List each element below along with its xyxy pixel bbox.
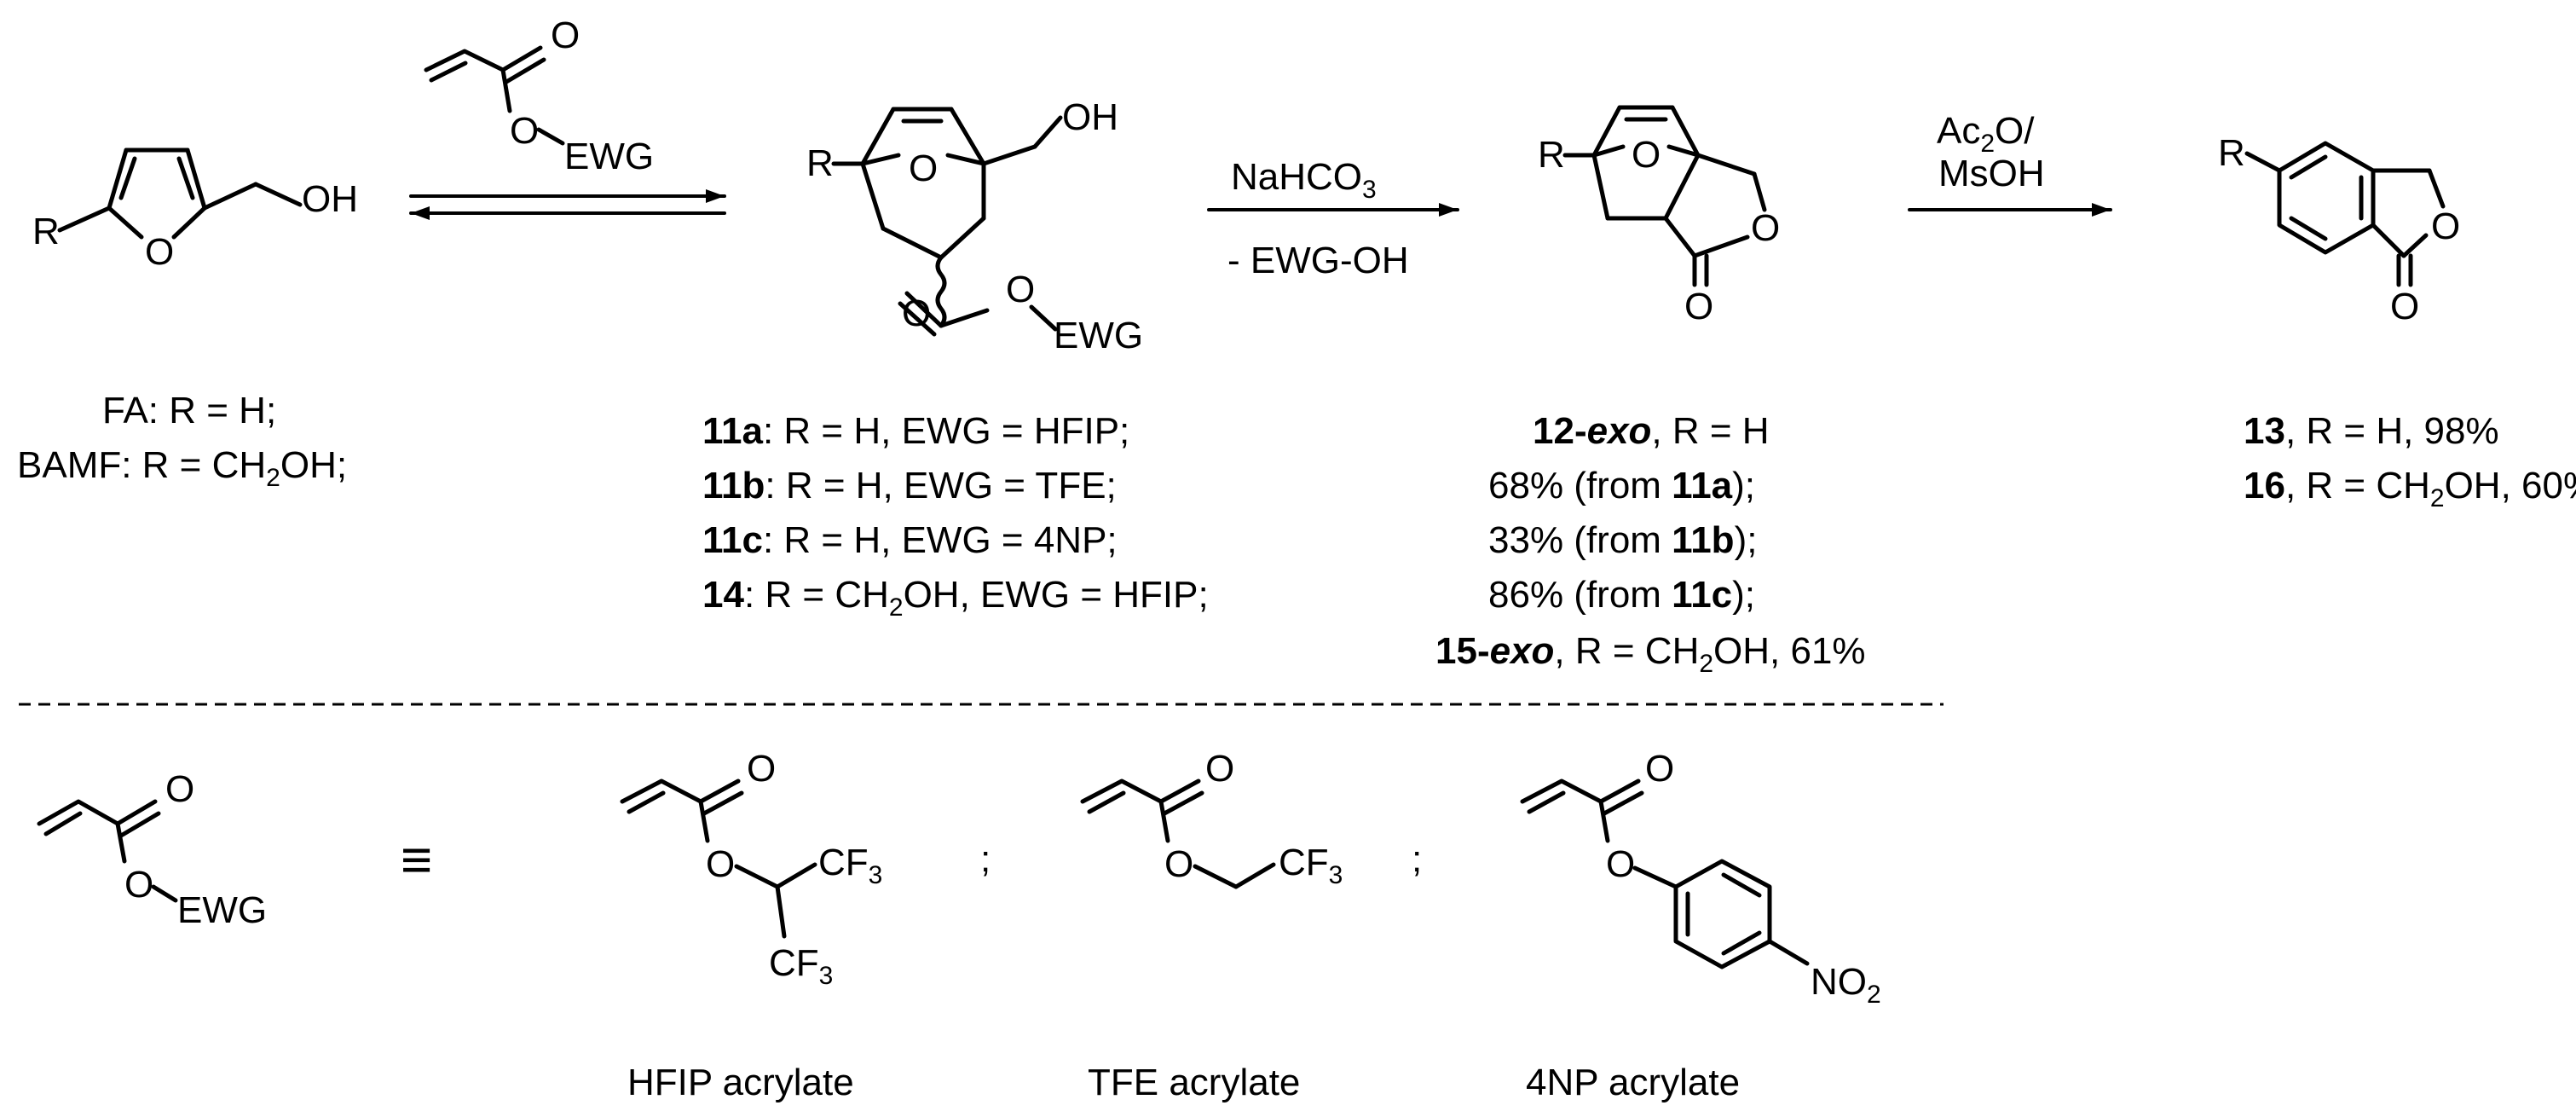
cf3-label-2: CF3: [769, 942, 833, 990]
r-substituent-label: R: [1538, 134, 1565, 176]
r-substituent-label: R: [806, 142, 834, 184]
oxabicyclic-lactone: R O O O: [1538, 105, 1780, 327]
ester-o-label: O: [706, 843, 735, 885]
carbonyl-o-label: O: [551, 14, 580, 56]
furan-caption-bamf: BAMF: R = CH2OH;: [17, 444, 347, 492]
phthalide-caption-13: 13, R = H, 98%: [2244, 410, 2499, 452]
carbonyl-o-label: O: [747, 748, 776, 790]
adduct-caption-11b: 11b: R = H, EWG = TFE;: [702, 465, 1117, 506]
separator-2: ;: [1412, 838, 1422, 880]
phthalide-molecule: R O O: [2218, 132, 2460, 327]
adduct-caption-11c: 11c: R = H, EWG = 4NP;: [702, 519, 1118, 561]
lactone-yield-11b: 33% (from 11b);: [1488, 519, 1757, 561]
phthalide-carbonyl-o-label: O: [2390, 286, 2419, 327]
carbonyl-o-label: O: [1645, 748, 1674, 790]
reagent-acrylate-ewg: O O EWG: [424, 14, 654, 177]
phthalide-ring-o-label: O: [2431, 205, 2460, 247]
acrylate-name-tfe: TFE acrylate: [1088, 1062, 1300, 1103]
ewg-label: EWG: [1054, 315, 1143, 356]
equilibrium-arrow: [409, 189, 726, 220]
hydroxyl-label: OH: [1062, 96, 1118, 138]
furan-molecule: R O OH: [32, 148, 358, 273]
adduct-caption-14: 14: R = CH2OH, EWG = HFIP;: [702, 574, 1209, 622]
furan-ring-o-label: O: [145, 231, 174, 273]
nitro-label: NO2: [1811, 961, 1881, 1009]
separator-1: ;: [980, 838, 991, 880]
lactone-yield-11c: 86% (from 11c);: [1488, 574, 1755, 616]
lactone-caption-15exo: 15-exo, R = CH2OH, 61%: [1435, 630, 1866, 678]
lactone-yield-11a: 68% (from 11a);: [1488, 465, 1755, 506]
adduct-caption-11a: 11a: R = H, EWG = HFIP;: [702, 410, 1129, 452]
hydroxyl-label: OH: [302, 178, 358, 220]
step-2-arrow: NaHCO3 - EWG-OH: [1207, 156, 1459, 281]
carbonyl-o-label: O: [1205, 748, 1234, 790]
acrylate-name-4np: 4NP acrylate: [1526, 1062, 1740, 1103]
phthalide-caption-16: 16, R = CH2OH, 60%: [2244, 465, 2576, 512]
bridge-o-label: O: [909, 148, 938, 189]
msoh-label: MsOH: [1938, 153, 2045, 194]
tfe-acrylate-structure: O O CF3: [1080, 748, 1343, 889]
ester-o-label: O: [1606, 843, 1635, 885]
ester-o-label: O: [1164, 843, 1193, 885]
cf3-label: CF3: [1279, 842, 1343, 889]
r-substituent-label: R: [32, 211, 60, 252]
ester-carbonyl-o-label: O: [902, 292, 931, 334]
oxanorbornene-adduct: R O OH O O EWG: [806, 96, 1143, 356]
lactone-ring-o-label: O: [1751, 207, 1780, 249]
legend-generic-acrylate: O O EWG: [37, 768, 267, 931]
acrylate-name-hfip: HFIP acrylate: [627, 1062, 854, 1103]
ester-o-label: O: [510, 110, 539, 152]
bridge-o-label: O: [1632, 134, 1661, 176]
furan-caption-fa: FA: R = H;: [102, 390, 276, 431]
hfip-acrylate-structure: O O CF3 CF3: [620, 748, 882, 990]
byproduct-label: - EWG-OH: [1227, 240, 1409, 281]
lactone-carbonyl-o-label: O: [1684, 286, 1713, 327]
ester-o-label: O: [124, 864, 153, 906]
cf3-label-1: CF3: [818, 842, 882, 889]
ester-o-label: O: [1006, 269, 1035, 310]
ewg-label: EWG: [564, 136, 654, 177]
step-3-arrow: Ac2O/ MsOH: [1908, 110, 2112, 217]
lactone-caption-12exo: 12-exo, R = H: [1533, 410, 1770, 452]
r-substituent-label: R: [2218, 132, 2245, 174]
equivalence-symbol: ≡: [401, 829, 432, 890]
ewg-label: EWG: [177, 889, 267, 931]
4np-acrylate-structure: O O NO2: [1520, 748, 1881, 1009]
nahco3-label: NaHCO3: [1231, 156, 1377, 204]
ac2o-label: Ac2O/: [1937, 110, 2035, 158]
carbonyl-o-label: O: [165, 768, 194, 810]
